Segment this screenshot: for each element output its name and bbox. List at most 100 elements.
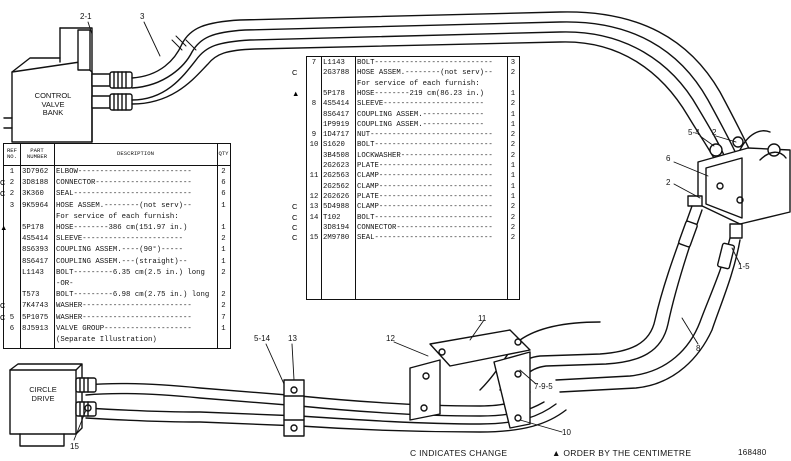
circle-drive-body <box>9 363 83 447</box>
change-mark: C <box>0 189 6 199</box>
cell-part: L1143 <box>323 59 345 67</box>
cell-desc: SLEEVE----------------------- <box>56 235 183 244</box>
cell-desc: SEAL--------------------------- <box>56 190 192 199</box>
callout-1-5: 1-5 <box>738 262 750 271</box>
cell-desc: For service of each furnish: <box>357 79 480 88</box>
callout-2-top: 2 <box>712 128 717 137</box>
cell-ref: 10 <box>309 141 319 150</box>
cell-part: L1143 <box>22 268 44 277</box>
callout-6: 6 <box>666 154 671 163</box>
callout-13: 13 <box>288 334 297 343</box>
cell-desc: (Separate Illustration) <box>56 336 157 344</box>
cell-ref: 13 <box>309 203 319 212</box>
table-row: 8S6417 COUPLING ASSEM.--------------1 <box>307 111 519 121</box>
callout-15: 15 <box>70 442 79 451</box>
cell-part: 1D4717 <box>323 131 350 140</box>
cell-part: 7K4743 <box>22 302 49 311</box>
cell-part: 5P178 <box>22 224 44 232</box>
change-mark: C <box>292 212 298 222</box>
cell-qty: 2 <box>221 268 226 277</box>
control-valve-bank-line-1: CONTROL <box>34 91 72 100</box>
cell-desc: SLEEVE----------------------- <box>357 100 484 109</box>
cell-qty: 1 <box>221 224 226 232</box>
table-row: L1143 BOLT---------6.35 cm(2.5 in.) long 2 <box>4 269 230 280</box>
cell-desc: COUPLING ASSEM.---(straight)-- <box>56 257 188 266</box>
valve-group-body <box>687 130 791 239</box>
table-row: 1P9919 COUPLING ASSEM.--------------1 <box>307 121 519 131</box>
cell-part: 2M9780 <box>323 234 350 243</box>
table-row: 5P178 HOSE--------219 cm(86.23 in.)1 <box>307 90 519 100</box>
callout-7-9-5: 7-9-5 <box>534 382 553 391</box>
control-valve-bank-line-3: BANK <box>42 108 64 118</box>
cell-desc: LOCKWASHER--------------------- <box>357 151 493 160</box>
cell-ref: 9 <box>311 131 317 140</box>
cell-qty: 6 <box>221 190 226 199</box>
cell-qty: 2 <box>221 168 226 176</box>
cell-desc: PLATE-------------------------- <box>357 162 493 170</box>
cell-qty: 2 <box>510 234 516 243</box>
cell-qty: 6 <box>221 179 226 188</box>
cell-ref: 2 <box>9 190 15 199</box>
cell-part: 4S5414 <box>22 235 49 244</box>
cell-desc: HOSE--------219 cm(86.23 in.) <box>357 89 484 98</box>
callout-12: 12 <box>386 334 395 343</box>
cell-qty: 2 <box>510 100 516 109</box>
change-mark: C <box>0 301 6 311</box>
cell-part: 5D4988 <box>323 203 350 212</box>
cell-qty: 2 <box>510 141 516 150</box>
table-row: 7 L1143 BOLT--------------------------- 3 <box>307 59 519 69</box>
order-note: ▲ ORDER BY THE CENTIMETRE <box>552 448 692 458</box>
cell-qty: 7 <box>221 313 226 322</box>
callout-10: 10 <box>562 428 571 437</box>
cell-desc: VALVE GROUP-------------------- <box>56 324 192 333</box>
cell-qty: 3 <box>510 59 516 67</box>
cell-part: 8S6417 <box>22 257 49 266</box>
cell-part: 2G2626 <box>323 192 350 201</box>
cell-desc: CLAMP-------------------------- <box>357 203 493 212</box>
cell-qty: 1 <box>510 182 516 191</box>
cell-desc: BOLT--------------------------- <box>357 59 493 67</box>
cell-part: T102 <box>323 213 341 222</box>
callout-2-side: 2 <box>666 178 671 187</box>
clamp-13 <box>283 379 305 437</box>
change-mark: C <box>292 202 298 212</box>
cell-part: 3D7962 <box>22 168 49 176</box>
cell-desc: COUPLING ASSEM.-------------- <box>357 110 484 119</box>
circle-drive-line-2: DRIVE <box>31 393 55 403</box>
cell-part: S1620 <box>323 141 345 150</box>
cell-desc: BOLT---------6.35 cm(2.5 in.) long <box>56 268 205 277</box>
cell-ref: 15 <box>309 234 319 243</box>
change-mark: ▲ <box>0 223 8 232</box>
cell-part: 3K360 <box>22 190 44 199</box>
callout-5-14: 5-14 <box>254 334 271 343</box>
cell-desc: HOSE ASSEM.--------(not serv)-- <box>357 69 493 78</box>
cell-qty: 2 <box>221 235 226 244</box>
table-row: 5P178 HOSE--------386 cm(151.97 in.)1 <box>4 224 230 235</box>
cell-ref: 6 <box>9 324 15 333</box>
cell-part: 2G3788 <box>323 69 350 78</box>
table-row: 8S6417 COUPLING ASSEM.---(straight)--1 <box>4 258 230 269</box>
cell-qty: 2 <box>510 213 516 222</box>
cell-desc: BOLT---------6.98 cm(2.75 in.) long <box>56 291 210 300</box>
cell-part: 8S6417 <box>323 110 350 119</box>
cell-ref: 8 <box>311 100 317 109</box>
change-mark: ▲ <box>292 88 300 98</box>
cell-qty: 1 <box>221 324 226 333</box>
right-parts-table: 7 L1143 BOLT--------------------------- 3 2G… <box>306 56 520 300</box>
left-header-desc: DESCRIPTION <box>117 150 154 157</box>
cell-desc: NUT---------------------------- <box>357 131 493 140</box>
circle-drive-label: CIRCLE DRIVE <box>14 385 72 403</box>
cell-part: 3D8194 <box>323 223 350 232</box>
cell-part: 1P9919 <box>323 120 350 129</box>
control-valve-bank-line-2: VALVE <box>41 99 65 109</box>
cell-ref: 12 <box>309 192 319 201</box>
callout-8: 8 <box>696 344 701 353</box>
cell-ref: 7 <box>311 59 317 67</box>
